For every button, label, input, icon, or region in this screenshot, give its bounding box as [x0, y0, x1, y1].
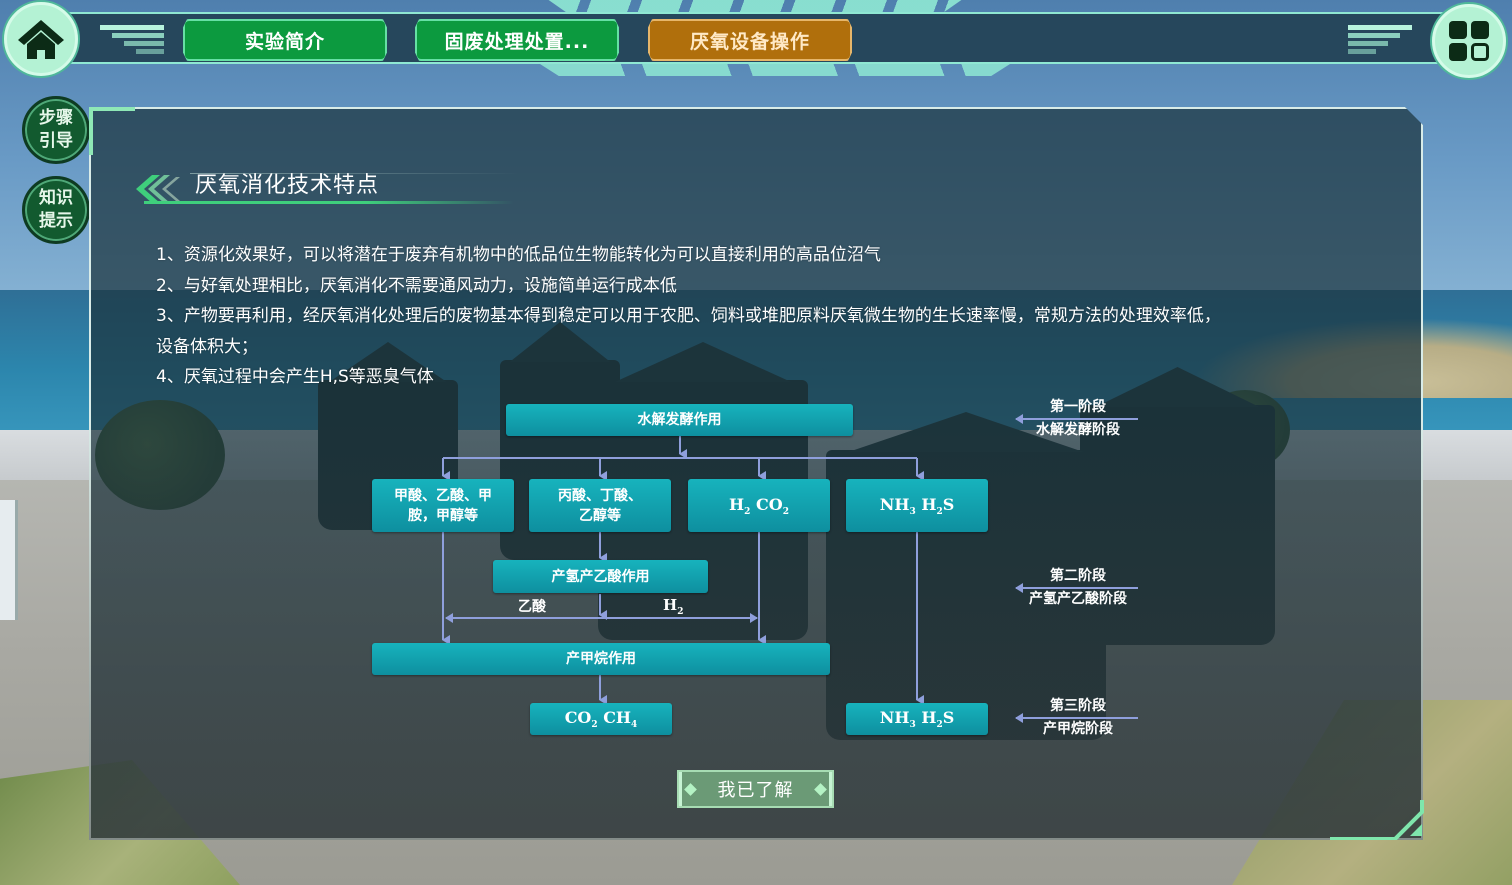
title-underline [144, 201, 514, 204]
tab-anaerobic-equipment[interactable]: 厌氧设备操作 [648, 19, 852, 61]
feature-item: 2、与好氧处理相比，厌氧消化不需要通风动力，设施简单运行成本低 [156, 275, 677, 296]
diamond-icon [814, 783, 827, 796]
acetogenesis-box: 产氢产乙酸作用 [493, 560, 708, 593]
home-button[interactable] [4, 2, 78, 76]
feature-list: 1、资源化效果好，可以将潜在于废弃有机物中的低品位生物能转化为可以直接利用的高品… [156, 240, 1356, 393]
product-line: 丙酸、丁酸、 [558, 487, 642, 504]
product-line: 乙醇等 [579, 507, 621, 524]
tab-label: 实验简介 [244, 30, 325, 53]
knowledge-tip-label-line1: 知识 [39, 188, 73, 208]
formula: CO2 CH4 [564, 708, 638, 730]
methanogenesis-box: 产甲烷作用 [372, 643, 830, 675]
menu-lines-icon [98, 25, 164, 55]
panel-title: 厌氧消化技术特点 [195, 173, 380, 198]
button-edge [679, 772, 682, 806]
panel-header: 厌氧消化技术特点 [130, 165, 520, 209]
nh3-h2s-box: NH3 H2S [846, 479, 988, 532]
feature-item: 3、产物要再利用，经厌氧消化处理后的废物基本得到稳定可以用于农肥、饲料或堆肥原料… [156, 306, 1221, 326]
organic-acids-box: 甲酸、乙酸、甲 胺，甲醇等 [372, 479, 514, 532]
menu-lines-icon [1348, 25, 1414, 55]
nh3-h2s-final-box: NH3 H2S [846, 703, 988, 735]
tab-experiment-intro[interactable]: 实验简介 [183, 19, 387, 61]
decor-stripes [540, 64, 1010, 76]
top-nav-bar: 实验简介 固废处理处置... 厌氧设备操作 [0, 0, 1512, 80]
co2-ch4-box: CO2 CH4 [530, 703, 672, 735]
panel-corner-accent [1330, 800, 1424, 840]
acknowledge-label: 我已了解 [717, 780, 794, 801]
tab-label: 厌氧设备操作 [689, 30, 810, 53]
panel-corner-accent [89, 107, 135, 111]
step-guide-label-line2: 引导 [39, 131, 73, 151]
acknowledge-button[interactable]: 我已了解 [677, 770, 834, 808]
hydrolysis-box: 水解发酵作用 [506, 404, 853, 436]
home-icon [18, 20, 64, 59]
tab-solid-waste-treatment[interactable]: 固废处理处置... [415, 19, 619, 61]
info-panel [89, 107, 1423, 840]
step-guide-label-line1: 步骤 [39, 108, 73, 128]
knowledge-tip-button[interactable]: 知识 提示 [22, 176, 90, 244]
title-rule [190, 173, 520, 174]
formula: H2 CO2 [729, 494, 789, 517]
acetogenesis-label: 产氢产乙酸作用 [551, 568, 650, 585]
product-line: 胺，甲醇等 [408, 507, 478, 524]
formula: NH3 H2S [879, 708, 955, 730]
panel-corner-accent [89, 107, 93, 155]
guard-house [0, 500, 18, 620]
diamond-icon [684, 783, 697, 796]
methanogenesis-label: 产甲烷作用 [566, 651, 636, 667]
propionic-butyric-box: 丙酸、丁酸、 乙醇等 [529, 479, 671, 532]
decor-stripes [548, 0, 962, 12]
h2-co2-box: H2 CO2 [688, 479, 830, 532]
feature-item: 设备体积大； [156, 336, 258, 357]
chevron-left-icon [136, 175, 180, 203]
apps-menu-button[interactable] [1432, 4, 1506, 78]
button-edge [829, 772, 832, 806]
step-guide-button[interactable]: 步骤 引导 [22, 96, 90, 164]
hydrolysis-label: 水解发酵作用 [637, 412, 722, 428]
formula: NH3 H2S [879, 494, 955, 517]
product-line: 甲酸、乙酸、甲 [394, 487, 492, 504]
tab-label: 固废处理处置... [444, 30, 590, 53]
feature-item: 4、厌氧过程中会产生H,S等恶臭气体 [156, 367, 434, 387]
grid-apps-icon [1449, 21, 1489, 61]
knowledge-tip-label-line2: 提示 [39, 211, 73, 231]
feature-item: 1、资源化效果好，可以将潜在于废弃有机物中的低品位生物能转化为可以直接利用的高品… [156, 245, 881, 265]
